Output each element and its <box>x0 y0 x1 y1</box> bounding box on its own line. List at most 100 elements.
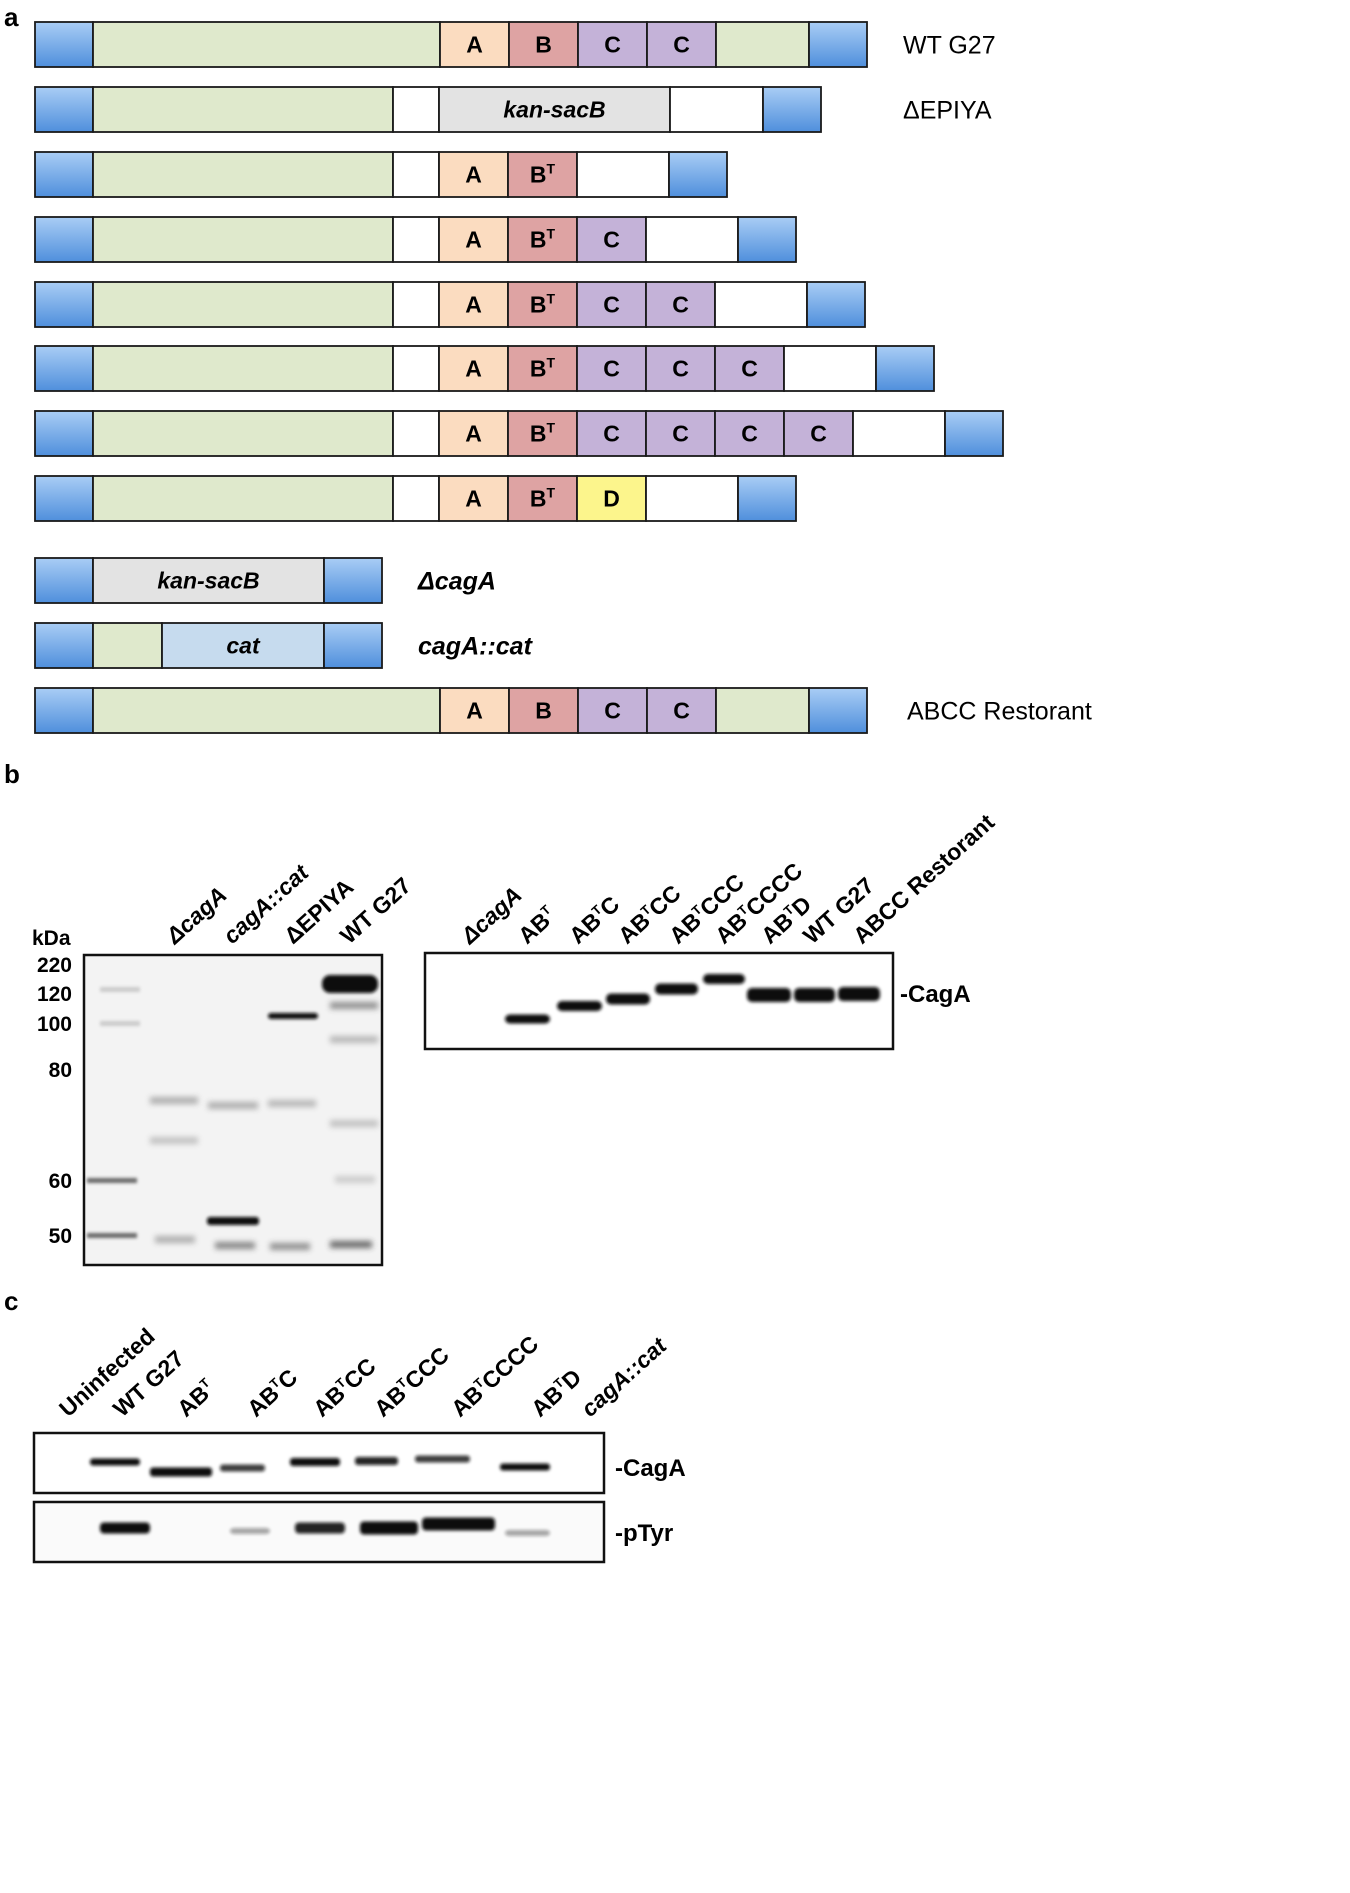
ptyr-band <box>360 1521 418 1535</box>
cagA-band <box>703 974 745 984</box>
lane-label: ABT <box>172 1375 220 1422</box>
segment-white <box>392 86 440 133</box>
segment-A <box>438 151 509 198</box>
ptyr-band <box>100 1522 150 1534</box>
cagA-band <box>220 1464 265 1472</box>
segment-C <box>714 410 785 457</box>
cagA-band <box>505 1014 550 1024</box>
background-band <box>330 1002 378 1009</box>
construct-label: ΔEPIYA <box>903 97 992 125</box>
segment-C <box>645 345 716 392</box>
segment-label: C <box>672 292 689 318</box>
ptyr-band-label: -pTyr <box>615 1520 673 1547</box>
background-band <box>150 1097 198 1104</box>
segment-green <box>92 86 394 133</box>
segment-label: kan-sacB <box>503 97 605 123</box>
segment-A <box>438 475 509 522</box>
cagA-band <box>794 988 835 1002</box>
cagA-band <box>838 987 880 1001</box>
segment-C <box>576 216 647 263</box>
segment-C <box>576 345 647 392</box>
lane-label: ΔcagA <box>455 881 526 949</box>
background-band <box>330 1241 372 1248</box>
lane-label: ABTCC <box>308 1353 381 1422</box>
construct-label: ABCC Restorant <box>907 698 1092 726</box>
segment-label: D <box>603 486 620 512</box>
lane-label: ABT <box>513 902 561 949</box>
segment-label: C <box>603 356 620 382</box>
ladder-band <box>87 1178 137 1183</box>
segment-label: B <box>535 698 552 724</box>
segment-A <box>438 410 509 457</box>
construct-label: cagA::cat <box>418 633 534 661</box>
mw-marker: 100 <box>37 1013 72 1036</box>
segment-B <box>507 151 578 198</box>
epiya-cagA-band <box>268 1013 318 1019</box>
background-band <box>270 1243 310 1250</box>
mw-marker: 80 <box>49 1059 72 1082</box>
segment-label: BT <box>530 420 556 447</box>
segment-white <box>714 281 808 328</box>
segment-blue <box>34 410 94 457</box>
segment-blue <box>34 622 94 669</box>
cagA-band <box>557 1001 602 1011</box>
segment-blue <box>34 687 94 734</box>
segment-white <box>392 151 440 198</box>
mw-marker: 220 <box>37 954 72 977</box>
segment-white <box>576 151 670 198</box>
segment-label: C <box>741 356 758 382</box>
background-band <box>208 1102 258 1109</box>
segment-A <box>438 281 509 328</box>
construct-row: kan-sacB ΔEPIYA <box>34 86 992 133</box>
segment-white <box>645 475 739 522</box>
segment-C <box>783 410 854 457</box>
mw-marker: 60 <box>49 1170 72 1193</box>
kda-label: kDa <box>32 927 71 950</box>
segment-green <box>92 345 394 392</box>
cagA-band <box>606 993 650 1005</box>
segment-label: C <box>672 356 689 382</box>
segment-A <box>438 216 509 263</box>
segment-label: A <box>466 698 483 724</box>
segment-blue <box>34 86 94 133</box>
lane-label: ABCC Restorant <box>848 809 1000 949</box>
segment-blue <box>34 557 94 604</box>
segment-green <box>715 21 810 68</box>
segment-white <box>392 410 440 457</box>
cagA-band <box>290 1458 340 1466</box>
segment-green <box>715 687 810 734</box>
segment-label: A <box>465 421 482 447</box>
segment-label: BT <box>530 485 556 512</box>
segment-white <box>392 281 440 328</box>
segment-label: C <box>810 421 827 447</box>
segment-label: C <box>673 698 690 724</box>
lane-label: cagA::cat <box>576 1331 672 1421</box>
background-band <box>335 1176 375 1183</box>
panel-c-letter: c <box>4 1286 18 1316</box>
segment-blue <box>34 216 94 263</box>
segment-blue <box>34 475 94 522</box>
segment-blue <box>806 281 866 328</box>
segment-label: BT <box>530 161 556 188</box>
left-blot-bands <box>87 975 378 1250</box>
lane-label: ΔcagA <box>160 881 231 949</box>
segment-blue <box>34 281 94 328</box>
panel-b-letter: b <box>4 759 20 789</box>
cagA-band <box>500 1463 550 1471</box>
segment-blue <box>944 410 1004 457</box>
segment-blue <box>34 345 94 392</box>
segment-green <box>92 21 441 68</box>
segment-label: A <box>465 292 482 318</box>
segment-blue <box>34 21 94 68</box>
ladder-band <box>87 1233 137 1238</box>
segment-B <box>508 687 579 734</box>
segment-blue <box>762 86 822 133</box>
